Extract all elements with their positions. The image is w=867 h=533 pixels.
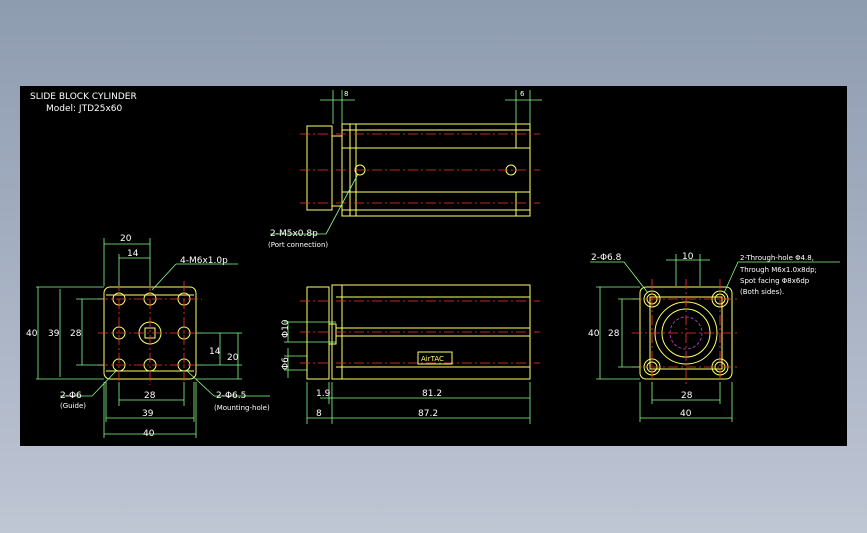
dim-top-right: 6 — [520, 90, 525, 98]
drawing-title: SLIDE BLOCK CYLINDER — [30, 92, 137, 102]
through-note-1: 2-Through-hole Φ4.8, — [740, 254, 814, 262]
top-view-endplate — [306, 125, 333, 211]
mount-subnote: (Mounting-hole) — [214, 404, 270, 412]
dim-left-b-outer: 40 — [143, 429, 155, 439]
thread-note: 4-M6x1.0p — [180, 256, 228, 266]
top-view: 8 6 2-M5x0.8p (Port connection) — [268, 90, 542, 249]
dim-front-body: 81.2 — [422, 389, 442, 399]
left-view: 20 14 4-M6x1.0p 40 39 28 14 20 28 39 — [26, 234, 270, 439]
top-view-rod-block — [331, 135, 343, 207]
dim-left-top-inner: 14 — [127, 249, 139, 259]
through-note-3: Spot facing Φ8x6dp — [740, 277, 810, 285]
right-view: 10 40 28 28 40 2-Φ6.8 2-Through-hole Φ4.… — [588, 252, 840, 422]
bore-hidden — [669, 316, 703, 350]
mount-note: 2-Φ6.5 — [216, 391, 246, 401]
dim-left-h-outer: 40 — [26, 329, 38, 339]
port-subnote: (Port connection) — [268, 241, 328, 249]
dim-front-d10: Φ10 — [281, 319, 291, 338]
dim-right-h-pitch: 28 — [608, 329, 620, 339]
dim-right-b-pitch: 28 — [681, 391, 693, 401]
dim-left-b-pitch: 28 — [144, 391, 156, 401]
drawing-sheet: .ol { stroke:#ffff66; fill:none; stroke-… — [26, 90, 840, 439]
dim-right-b-outer: 40 — [680, 409, 692, 419]
dim-front-d6: Φ6 — [281, 357, 291, 370]
dim-left-h-pitch: 28 — [70, 329, 82, 339]
dim-right-top: 10 — [682, 252, 694, 262]
cad-drawing-canvas: .ol { stroke:#ffff66; fill:none; stroke-… — [20, 86, 847, 446]
through-note-4: (Both sides). — [740, 288, 784, 296]
dim-right-h-outer: 40 — [588, 329, 600, 339]
dim-left-b-inner: 39 — [142, 409, 154, 419]
dim-top-left: 8 — [344, 90, 348, 98]
port-note: 2-M5x0.8p — [270, 229, 318, 239]
dim-left-top-outer: 20 — [120, 234, 132, 244]
front-view: AirTAC Φ10 Φ6 1.9 81.2 8 87.2 — [281, 284, 540, 424]
guide-note: 2-Φ6 — [60, 391, 82, 401]
product-label-text: AirTAC — [421, 355, 444, 363]
model-label: Model: JTD25x60 — [46, 104, 123, 114]
dim-left-r-inner: 14 — [209, 347, 221, 357]
dim-front-shaft: 1.9 — [316, 389, 331, 399]
hole-note: 2-Φ6.8 — [591, 253, 622, 263]
dim-left-r-outer: 20 — [227, 353, 239, 363]
dim-left-h-inner: 39 — [48, 329, 60, 339]
guide-subnote: (Guide) — [60, 402, 86, 410]
through-note-2: Through M6x1.0x8dp; — [739, 266, 817, 274]
product-label — [417, 351, 453, 365]
dim-front-rod: 8 — [316, 409, 322, 419]
dim-front-total: 87.2 — [418, 409, 438, 419]
